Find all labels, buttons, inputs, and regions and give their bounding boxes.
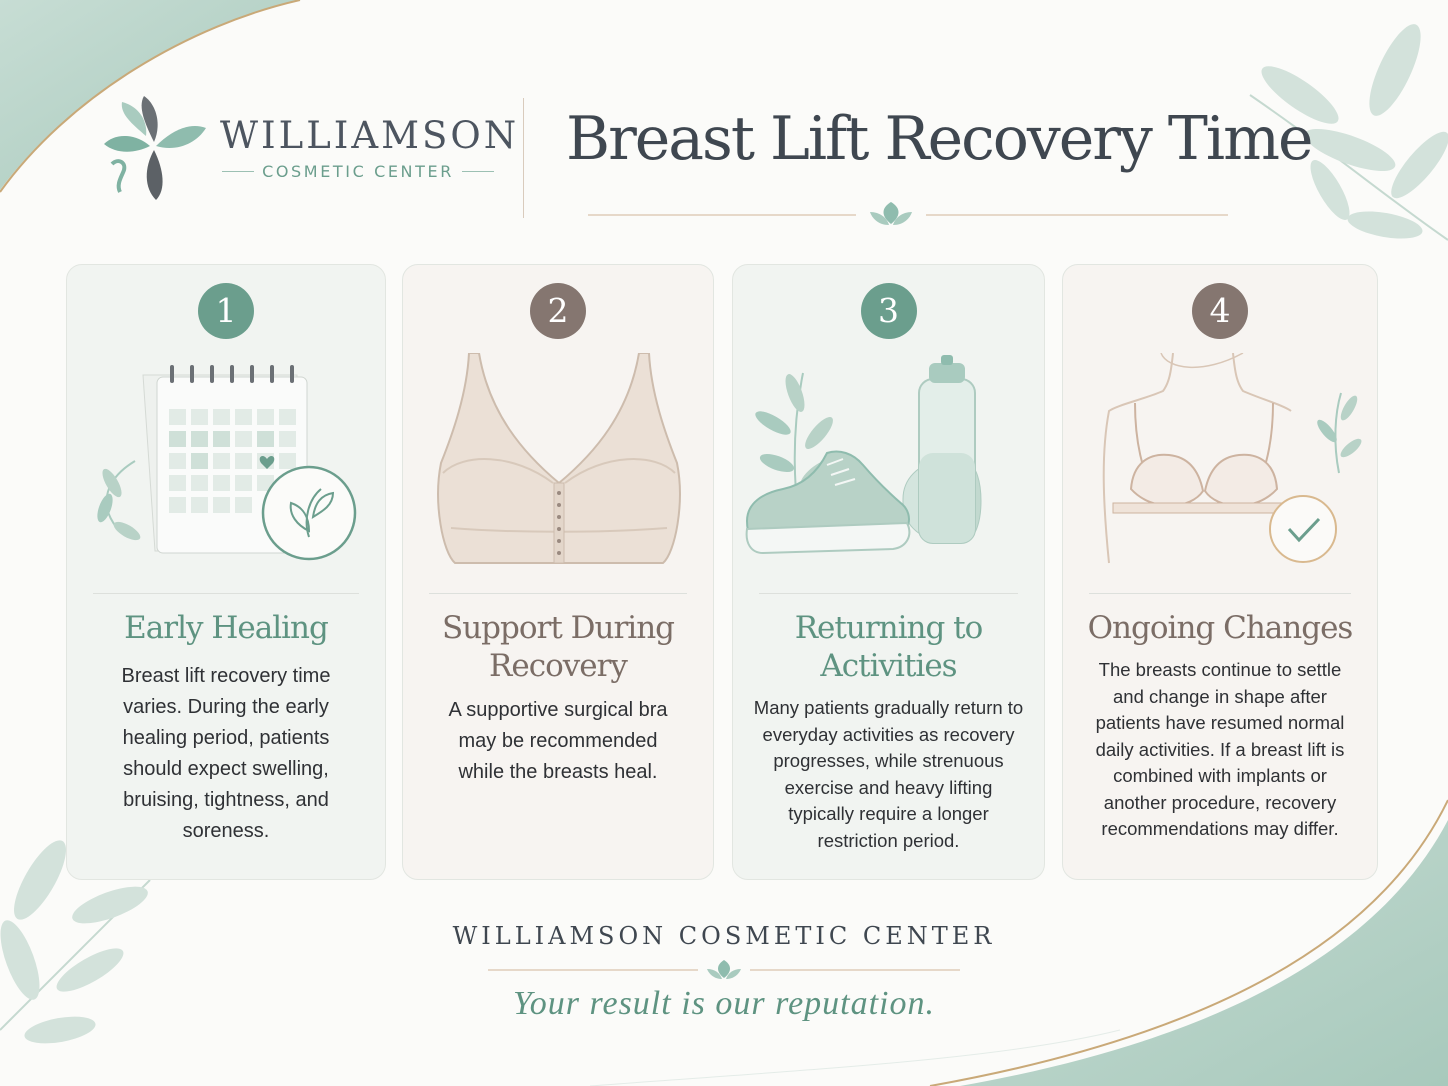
brand-name: WILLIAMSON [220, 114, 520, 157]
step-card-1: 1 Early Healing Breast lift recovery tim… [66, 264, 386, 880]
card-body: Many patients gradually return to everyd… [753, 697, 1024, 851]
surgical-bra-icon [437, 353, 681, 564]
step-number-badge: 4 [1192, 283, 1248, 339]
card-divider [759, 593, 1018, 594]
logo-leaf-icon [104, 96, 206, 200]
card-divider [93, 593, 359, 594]
tagline: Your result is our reputation. [512, 985, 935, 1022]
card-body: Breast lift recovery time varies. During… [121, 665, 331, 842]
header-divider [523, 98, 524, 218]
title-ornament [588, 202, 1228, 225]
step-card-2: 2 Support During Recovery A supportive s… [402, 264, 714, 880]
card-body: A supportive surgical bra may be recomme… [448, 699, 668, 783]
footer-ornament [488, 960, 960, 979]
card-heading: Support During Recovery [441, 610, 675, 684]
card-heading: Ongoing Changes [1087, 610, 1354, 646]
card-heading: Early Healing [124, 610, 329, 646]
sneaker-bottle-mat-icon [745, 355, 982, 555]
page-title: Breast Lift Recovery Time [566, 104, 1314, 174]
step-number-badge: 3 [860, 283, 917, 339]
step-number-badge: 1 [198, 283, 254, 339]
torso-check-icon [1102, 353, 1362, 564]
calendar-icon [97, 365, 357, 561]
brand-subtitle: COSMETIC CENTER [222, 162, 494, 181]
footer-brand-name: WILLIAMSON COSMETIC CENTER [452, 922, 996, 950]
card-divider [429, 593, 687, 594]
card-body: The breasts continue to settle and chang… [1095, 659, 1345, 839]
step-number-badge: 2 [530, 283, 586, 339]
step-card-4: 4 Ongoing Changes The breasts continue t… [1062, 264, 1378, 880]
card-divider [1089, 593, 1351, 594]
brand-logo: WILLIAMSON COSMETIC CENTER [98, 92, 516, 212]
brand-subtitle-text: COSMETIC CENTER [262, 162, 454, 181]
card-heading: Returning to Activities [794, 610, 984, 684]
step-card-3: 3 Returning to Activities Many patients … [732, 264, 1045, 880]
